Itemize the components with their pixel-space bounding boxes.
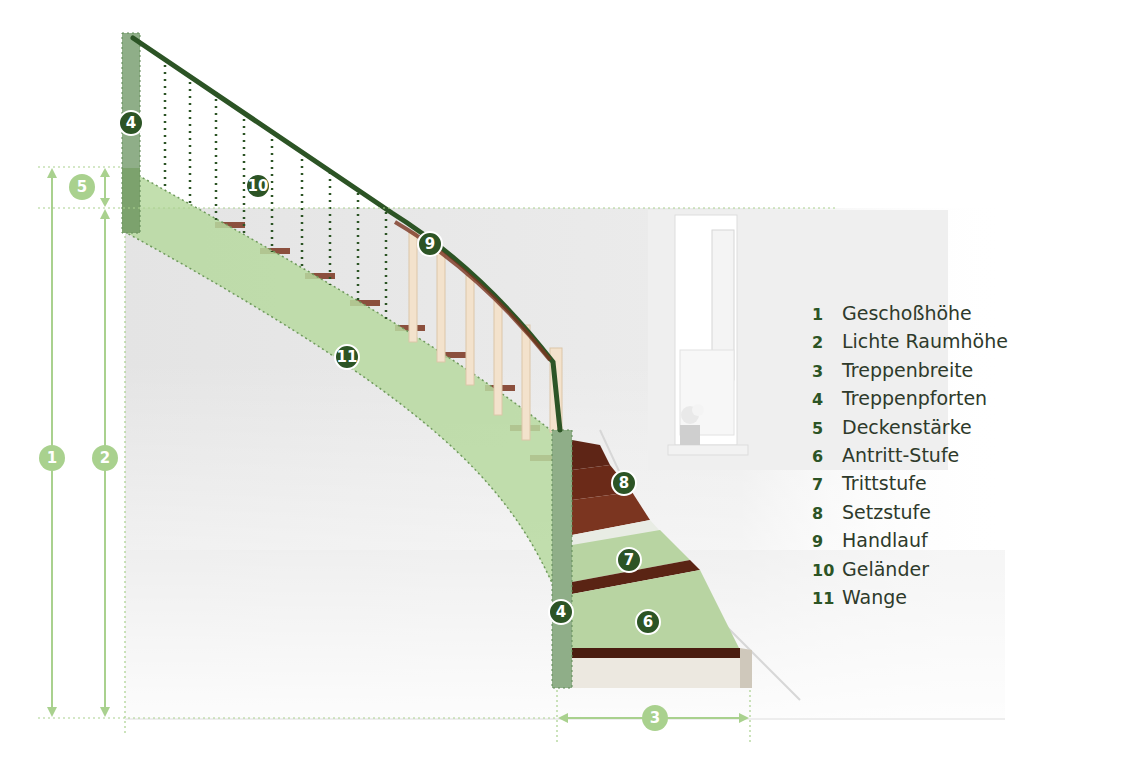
legend-row: 10Geländer xyxy=(812,557,929,581)
callout-number: 6 xyxy=(635,609,661,635)
legend-row: 2Lichte Raumhöhe xyxy=(812,329,1008,353)
legend-number: 4 xyxy=(812,388,836,412)
callout-number: 4 xyxy=(548,599,574,625)
legend-text: Setzstufe xyxy=(842,500,931,524)
legend-number: 11 xyxy=(812,587,836,611)
legend-row: 8Setzstufe xyxy=(812,500,931,524)
callout-number: 1 xyxy=(39,445,65,471)
legend-row: 11Wange xyxy=(812,585,907,609)
legend-row: 7Trittstufe xyxy=(812,471,927,495)
legend-text: Lichte Raumhöhe xyxy=(842,329,1008,353)
callout-number: 7 xyxy=(616,547,642,573)
legend-text: Treppenbreite xyxy=(842,358,973,382)
legend-number: 9 xyxy=(812,530,836,554)
legend-row: 1Geschoßhöhe xyxy=(812,301,972,325)
legend-row: 5Deckenstärke xyxy=(812,415,972,439)
callout-number: 10 xyxy=(245,173,271,199)
legend-text: Handlauf xyxy=(842,528,928,552)
legend-number: 1 xyxy=(812,303,836,327)
callout-number: 4 xyxy=(118,110,144,136)
legend-row: 4Treppenpforten xyxy=(812,386,987,410)
legend-number: 2 xyxy=(812,331,836,355)
legend-text: Wange xyxy=(842,585,907,609)
legend-number: 10 xyxy=(812,559,836,583)
legend-row: 3Treppenbreite xyxy=(812,358,973,382)
legend-row: 6Antritt-Stufe xyxy=(812,443,959,467)
legend-text: Treppenpforten xyxy=(842,386,987,410)
legend-text: Geschoßhöhe xyxy=(842,301,972,325)
legend-number: 7 xyxy=(812,473,836,497)
legend-number: 3 xyxy=(812,360,836,384)
callout-number: 2 xyxy=(92,445,118,471)
callout-number: 3 xyxy=(642,705,668,731)
legend-number: 8 xyxy=(812,502,836,526)
legend-row: 9Handlauf xyxy=(812,528,928,552)
callout-number: 9 xyxy=(417,231,443,257)
legend-number: 5 xyxy=(812,417,836,441)
legend-number: 6 xyxy=(812,445,836,469)
callout-number: 8 xyxy=(611,470,637,496)
callout-number: 5 xyxy=(69,174,95,200)
legend-text: Trittstufe xyxy=(842,471,927,495)
legend-text: Geländer xyxy=(842,557,929,581)
legend-text: Deckenstärke xyxy=(842,415,972,439)
callout-number: 11 xyxy=(334,344,360,370)
legend-text: Antritt-Stufe xyxy=(842,443,959,467)
